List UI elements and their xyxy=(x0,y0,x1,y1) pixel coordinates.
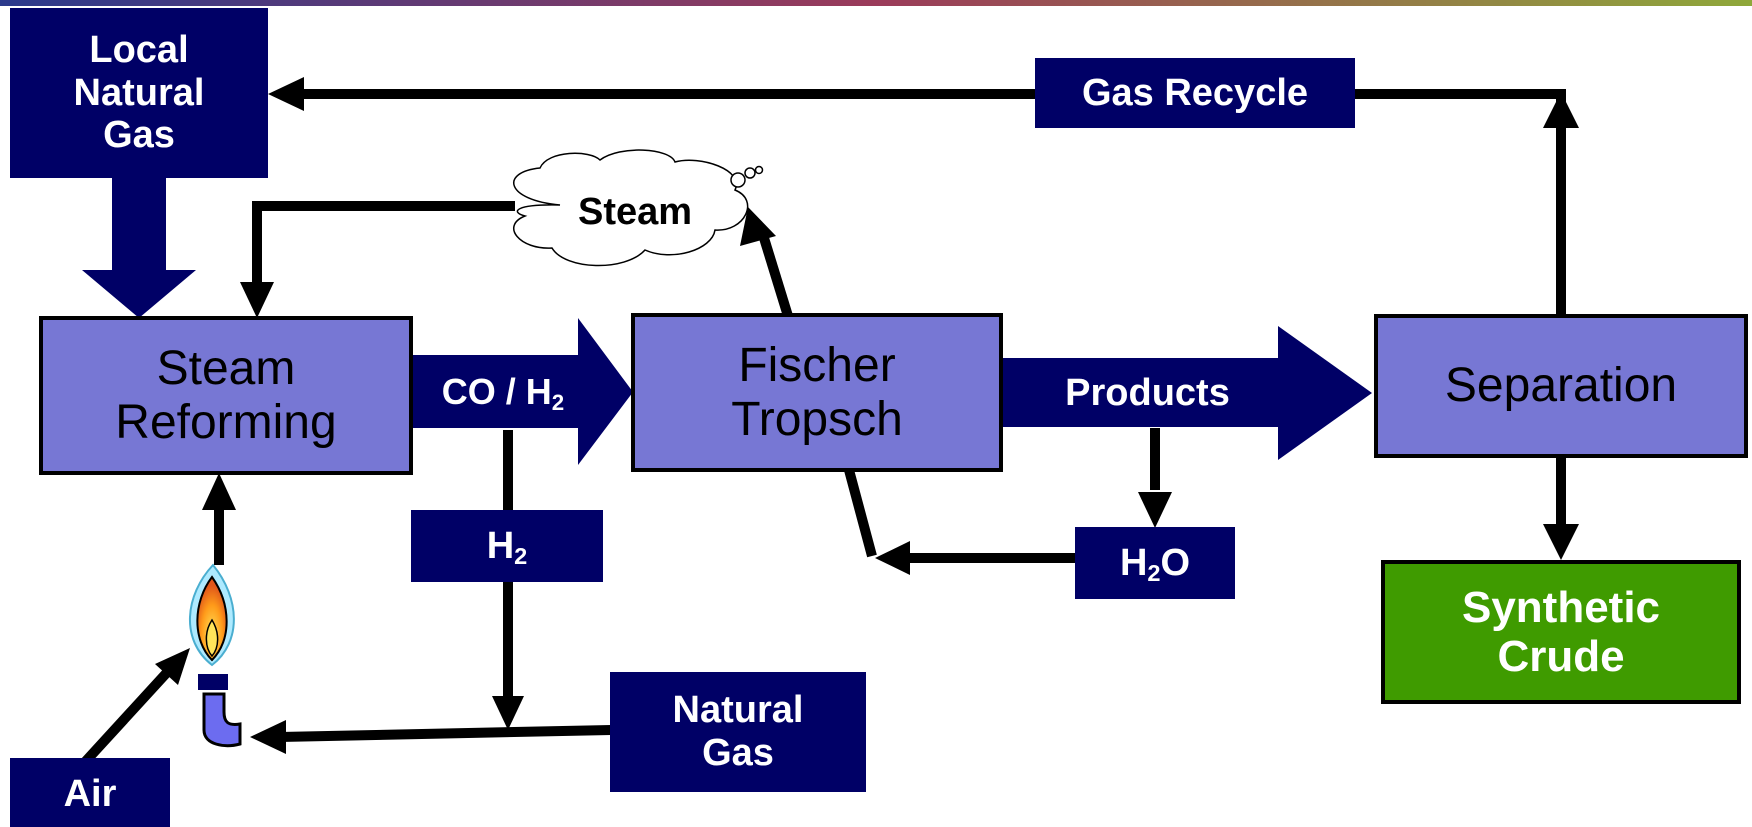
separation-up-arrowhead xyxy=(1543,92,1579,128)
water-branch-arrowhead xyxy=(1138,492,1172,528)
local-natural-gas-label: Local Natural Gas xyxy=(10,8,268,178)
steam-reforming-box xyxy=(39,316,413,475)
natural-gas-arrowhead xyxy=(250,720,286,754)
air-line xyxy=(81,663,176,766)
steam-label: Steam xyxy=(577,190,693,233)
steam-reforming-label: Steam Reforming xyxy=(41,318,411,473)
air-box xyxy=(10,758,170,827)
gas-recycle-box xyxy=(1035,58,1355,128)
natural-gas-label: Natural Gas xyxy=(610,672,866,792)
co-h2-text: CO / H xyxy=(441,370,552,412)
local-natural-gas-box xyxy=(10,8,268,178)
fischer-tropsch-box xyxy=(631,313,1003,472)
co-h2-arrow xyxy=(410,318,633,465)
h2-box xyxy=(411,510,603,582)
steam-reforming-line1: Steam xyxy=(156,341,296,395)
burner-to-reforming-arrowhead xyxy=(202,473,236,510)
synthetic-crude-line1: Synthetic xyxy=(1461,582,1661,632)
h2o-suffix: O xyxy=(1160,541,1191,584)
synthetic-crude-box xyxy=(1381,560,1741,704)
separation-label: Separation xyxy=(1444,359,1678,413)
h2o-text: H xyxy=(1119,541,1148,584)
crude-arrowhead xyxy=(1543,524,1579,560)
h2-subscript: 2 xyxy=(514,543,528,570)
co-h2-subscript: 2 xyxy=(551,389,565,415)
h2o-subscript: 2 xyxy=(1147,560,1161,587)
gas-recycle-arrowhead xyxy=(268,77,304,111)
water-return-arrowhead xyxy=(875,541,910,575)
ft-to-steam-arrowhead xyxy=(740,207,776,246)
local-gas-line3: Gas xyxy=(103,114,175,157)
water-return-diagonal xyxy=(844,468,877,558)
products-label: Products xyxy=(1065,371,1230,414)
natural-gas-line2: Gas xyxy=(702,732,774,774)
fischer-tropsch-line1: Fischer xyxy=(738,338,896,392)
top-stripe xyxy=(0,0,1752,6)
h2-branch-arrowhead xyxy=(492,696,524,730)
natural-gas-line xyxy=(279,725,612,742)
natural-gas-box xyxy=(610,672,866,792)
cloud-icon xyxy=(513,149,764,267)
products-arrow xyxy=(1002,326,1372,460)
synthetic-crude-line2: Crude xyxy=(1497,632,1625,681)
steam-return-arrowhead xyxy=(240,282,274,318)
ft-to-steam-line xyxy=(759,236,793,318)
fischer-tropsch-line2: Tropsch xyxy=(731,392,903,446)
h2-text: H xyxy=(486,524,515,567)
local-gas-line1: Local xyxy=(89,29,189,72)
air-label: Air xyxy=(63,773,117,816)
local-gas-feed-arrow xyxy=(82,178,196,318)
separation-box xyxy=(1374,314,1748,458)
synthetic-crude-label: Synthetic Crude xyxy=(1383,562,1739,702)
flame-burner-icon xyxy=(189,563,242,748)
gas-recycle-label: Gas Recycle xyxy=(1081,71,1309,114)
h2o-box xyxy=(1075,527,1235,599)
fischer-tropsch-label: Fischer Tropsch xyxy=(633,315,1001,470)
air-arrowhead xyxy=(155,648,190,685)
local-gas-line2: Natural xyxy=(73,71,205,114)
steam-return-line xyxy=(252,201,515,285)
steam-reforming-line2: Reforming xyxy=(115,395,337,449)
natural-gas-line1: Natural xyxy=(672,689,804,732)
